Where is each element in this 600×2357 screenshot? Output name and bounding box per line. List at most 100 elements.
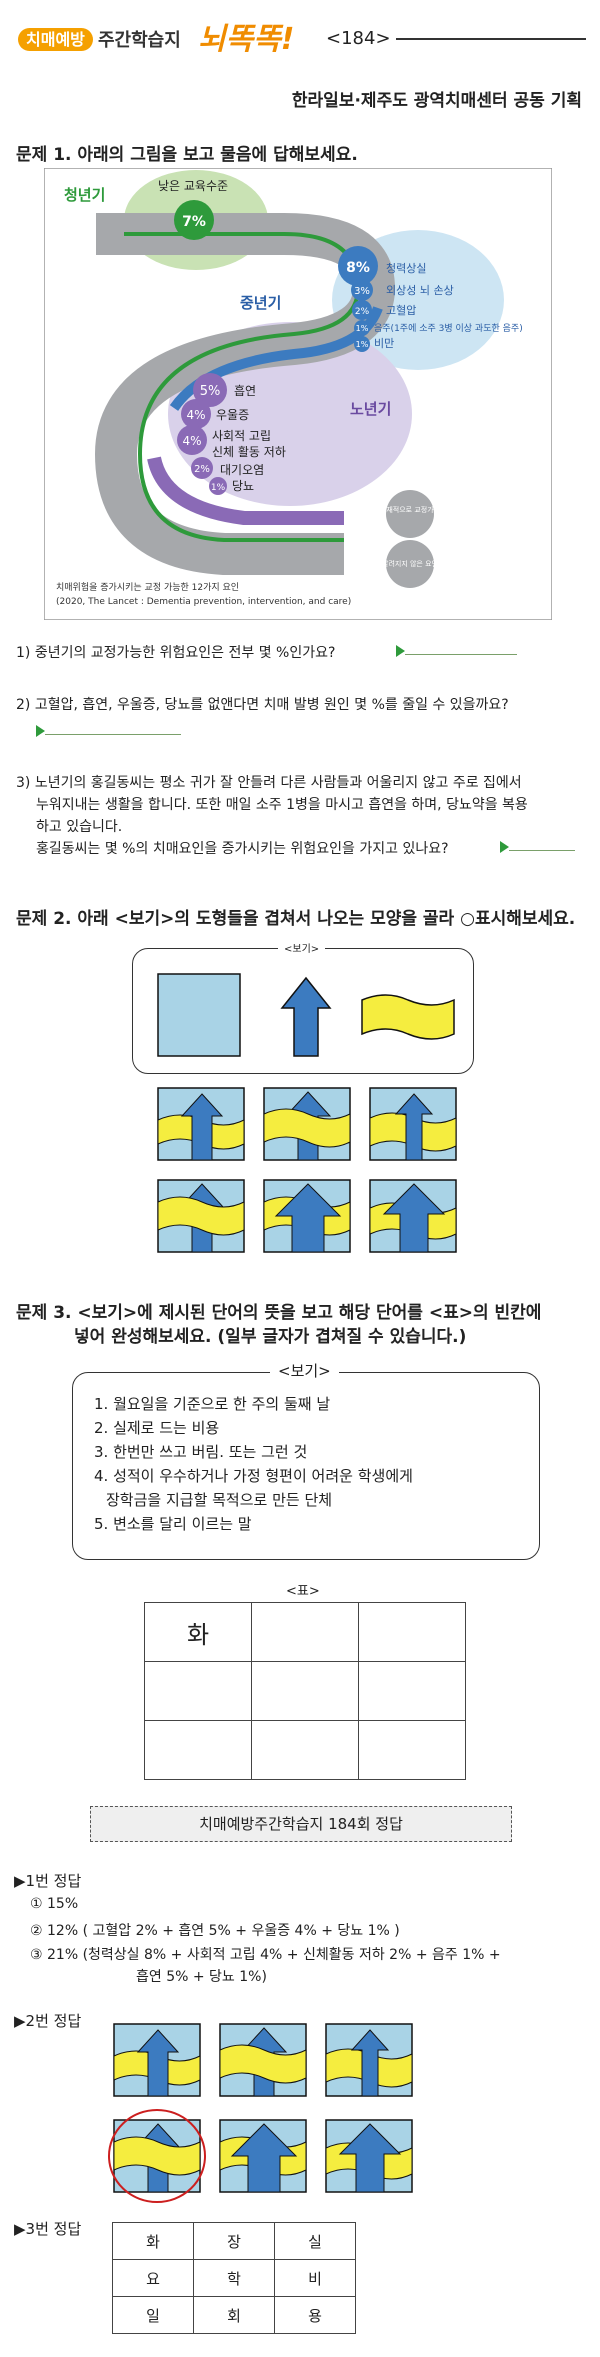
figure-caption: 치매위험을 증가시키는 교정 가능한 12가지 요인: [56, 581, 239, 593]
svg-text:8%: 8%: [346, 260, 370, 276]
q3-legend: <보기>: [270, 1360, 339, 1381]
middle-item-tbi: 외상성 뇌 손상: [386, 284, 454, 297]
q1-title: 문제 1. 아래의 그림을 보고 물음에 답해보세요.: [16, 145, 358, 165]
puzzle-cell[interactable]: [144, 1661, 252, 1721]
answer1-title: ▶1번 정답: [14, 1872, 82, 1890]
q1-sub3-line3: 하고 있습니다.: [36, 819, 123, 835]
arrow-icon: [36, 724, 45, 737]
q1-sub3-line4: 홍길동씨는 몇 %의 치매요인을 증가시키는 위험요인을 가지고 있나요?: [36, 841, 449, 857]
q2-title: 문제 2. 아래 <보기>의 도형들을 겹쳐서 나오는 모양을 골라 ○표시해보…: [16, 909, 576, 929]
old-item-isolation: 사회적 고립: [212, 429, 271, 443]
old-item-diabetes: 당뇨: [232, 479, 254, 493]
q1-sub2: 2) 고혈압, 흡연, 우울증, 당뇨를 없앤다면 치매 발병 원인 몇 %를 …: [16, 697, 509, 713]
option-2: [263, 1087, 351, 1161]
unknown-label: 알려지지 않은 요인: [382, 559, 438, 568]
issue-number: <184>: [326, 28, 391, 49]
q1-answer-line-3[interactable]: [500, 836, 580, 855]
header-title: 주간학습지: [98, 30, 181, 51]
answer-cell: 용: [274, 2296, 356, 2334]
middle-label: 중년기: [240, 294, 281, 312]
clue-3: 3. 한번만 쓰고 버림. 또는 그런 것: [94, 1443, 308, 1461]
old-item-smoking: 흡연: [234, 384, 256, 398]
q2-shapes: [157, 973, 455, 1057]
q1-answer-line-2[interactable]: [36, 720, 186, 739]
figure-source: (2020, The Lancet : Dementia prevention,…: [56, 597, 351, 607]
answer-cell: 화: [112, 2222, 194, 2260]
answer-banner: 치매예방주간학습지 184회 정답: [90, 1806, 512, 1842]
middle-item-obesity: 비만: [374, 337, 394, 350]
puzzle-cell: 화: [144, 1602, 252, 1662]
answer2-title: ▶2번 정답: [14, 2012, 82, 2030]
arrow-shape: [280, 976, 332, 1057]
header-logo: 뇌똑똑!: [198, 22, 295, 57]
answer1-3a: ③ 21% (청력상실 8% + 사회적 고립 4% + 신체활동 저하 2% …: [30, 1947, 501, 1963]
old-item-inactivity: 신체 활동 저하: [212, 445, 286, 459]
header-badge: 치매예방: [18, 26, 93, 51]
puzzle-cell[interactable]: [251, 1661, 359, 1721]
option-6: [369, 1179, 457, 1253]
answer-cell: 회: [193, 2296, 275, 2334]
middle-item-hypertension: 고혈압: [386, 303, 416, 317]
square-shape: [157, 973, 241, 1057]
clue-5: 5. 변소를 달리 이르는 말: [94, 1515, 252, 1533]
old-item-pollution: 대기오염: [220, 463, 264, 477]
answer1-3b: 흡연 5% + 당뇨 1%): [136, 1969, 267, 1985]
correct-option: [108, 2109, 206, 2203]
arrow-icon: [500, 840, 509, 853]
answer-cell: 학: [193, 2259, 275, 2297]
old-label: 노년기: [350, 400, 391, 418]
q1-sub3-line2: 누워지내는 생활을 합니다. 또한 매일 소주 1병을 마시고 흡연을 하며, …: [36, 797, 528, 813]
middle-item-alcohol: 음주(1주에 소주 3병 이상 과도한 음주): [374, 323, 523, 334]
option-3: [369, 1087, 457, 1161]
q2-options: [157, 1087, 457, 1253]
q3-table-label: <표>: [286, 1584, 320, 1599]
answer1-2: ② 12% ( 고혈압 2% + 흡연 5% + 우울증 4% + 당뇨 1% …: [30, 1923, 400, 1939]
puzzle-cell[interactable]: [358, 1720, 466, 1780]
clue-1: 1. 월요일을 기준으로 한 주의 둘째 날: [94, 1395, 331, 1413]
svg-text:2%: 2%: [355, 307, 370, 317]
header-rule: [396, 38, 586, 40]
q1-sub1: 1) 중년기의 교정가능한 위험요인은 전부 몇 %인가요?: [16, 645, 336, 661]
answer-cell: 실: [274, 2222, 356, 2260]
middle-item-hearing: 청력상실: [386, 262, 426, 275]
q3-clue-list: 1. 월요일을 기준으로 한 주의 둘째 날 2. 실제로 드는 비용 3. 한…: [94, 1392, 413, 1536]
puzzle-cell[interactable]: [144, 1720, 252, 1780]
header-subtitle: 한라일보·제주도 광역치매센터 공동 기획: [291, 91, 582, 111]
option-4: [157, 1179, 245, 1253]
youth-label: 청년기: [64, 186, 105, 204]
svg-text:2%: 2%: [194, 464, 210, 475]
svg-text:1%: 1%: [356, 340, 369, 349]
clue-4-cont: 장학금을 지급할 목적으로 만든 단체: [106, 1491, 333, 1509]
q2-legend: <보기>: [278, 940, 326, 955]
option-5: [263, 1179, 351, 1253]
wave-shape: [361, 994, 455, 1040]
puzzle-cell[interactable]: [358, 1602, 466, 1662]
svg-text:3%: 3%: [354, 286, 370, 297]
q1-answer-line-1[interactable]: [396, 640, 524, 659]
option-1: [157, 1087, 245, 1161]
clue-4: 4. 성적이 우수하거나 가정 형편이 어려운 학생에게: [94, 1467, 413, 1485]
puzzle-cell[interactable]: [251, 1720, 359, 1780]
puzzle-cell[interactable]: [358, 1661, 466, 1721]
answer1-1: ① 15%: [30, 1896, 79, 1912]
dementia-risk-figure: 청년기 낮은 교육수준 7% 중년기 8% 청력상실 3% 외상성 뇌 손상 2…: [44, 168, 552, 620]
puzzle-cell[interactable]: [251, 1602, 359, 1662]
svg-text:4%: 4%: [186, 408, 205, 422]
answer-cell: 비: [274, 2259, 356, 2297]
answer-cell: 요: [112, 2259, 194, 2297]
answer-circle-mark: [108, 2109, 206, 2203]
youth-pct: 7%: [182, 214, 206, 230]
answer2-options: [108, 2023, 413, 2203]
answer-cell: 일: [112, 2296, 194, 2334]
q1-sub3-line1: 3) 노년기의 홍길동씨는 평소 귀가 잘 안들려 다른 사람들과 어울리지 않…: [16, 775, 522, 791]
answer-cell: 장: [193, 2222, 275, 2260]
svg-text:1%: 1%: [211, 483, 226, 493]
svg-text:5%: 5%: [200, 384, 221, 399]
svg-text:4%: 4%: [182, 434, 201, 448]
youth-factor: 낮은 교육수준: [158, 179, 228, 193]
old-item-depression: 우울증: [216, 408, 249, 422]
arrow-icon: [396, 644, 405, 657]
clue-2: 2. 실제로 드는 비용: [94, 1419, 220, 1437]
modifiable-label: 잠재적으로 교정가능: [380, 505, 441, 514]
